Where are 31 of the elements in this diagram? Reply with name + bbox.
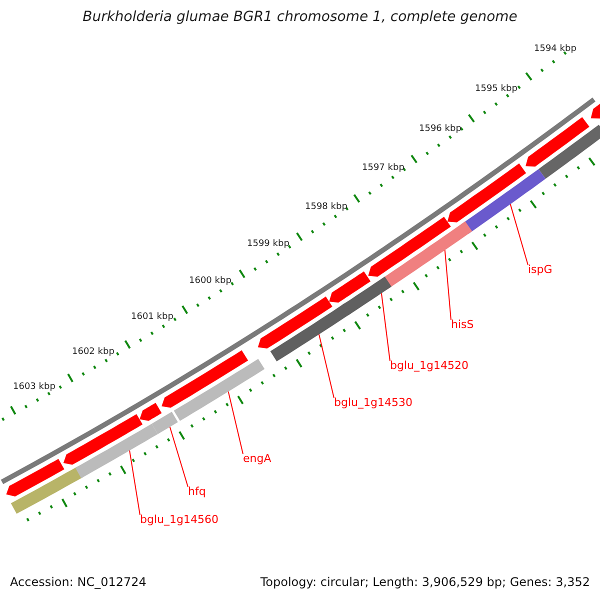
chart-title: Burkholderia glumae BGR1 chromosome 1, complete genome <box>82 9 518 25</box>
leader-line <box>169 426 188 488</box>
gene-label: bglu_1g14520 <box>390 359 468 372</box>
gene-label: hfq <box>188 485 206 498</box>
leader-line <box>228 391 244 454</box>
gene-bar <box>174 358 265 421</box>
gene-label: bglu_1g14560 <box>140 513 218 526</box>
tick-label: 1596 kbp <box>419 124 462 134</box>
tick-label: 1597 kbp <box>362 163 404 173</box>
tick-label: 1602 kbp <box>72 347 114 357</box>
tick-label: 1600 kbp <box>189 276 232 286</box>
gene-label: engA <box>243 452 272 465</box>
gene-bar <box>75 424 158 478</box>
leader-line <box>318 334 334 398</box>
gene-label: ispG <box>528 263 552 276</box>
gene-label: hisS <box>451 318 474 331</box>
genome-info-text: Topology: circular; Length: 3,906,529 bp; Genes: 3,352 <box>260 575 590 589</box>
accession-text: Accession: NC_012724 <box>10 575 146 589</box>
leader-line <box>129 450 140 516</box>
gene-bar <box>270 303 352 362</box>
leader-line <box>510 204 528 266</box>
tick-label: 1595 kbp <box>475 84 518 94</box>
tick-label: 1594 kbp <box>534 44 576 54</box>
tick-label: 1598 kbp <box>305 202 348 212</box>
gene-bar <box>152 412 178 434</box>
tick-label: 1601 kbp <box>131 312 174 322</box>
gene-bar <box>342 276 392 316</box>
tick-label: 1603 kbp <box>13 382 56 392</box>
gene-label: bglu_1g14530 <box>334 396 412 409</box>
leader-line <box>444 250 452 320</box>
tick-label: 1599 kbp <box>247 239 290 249</box>
